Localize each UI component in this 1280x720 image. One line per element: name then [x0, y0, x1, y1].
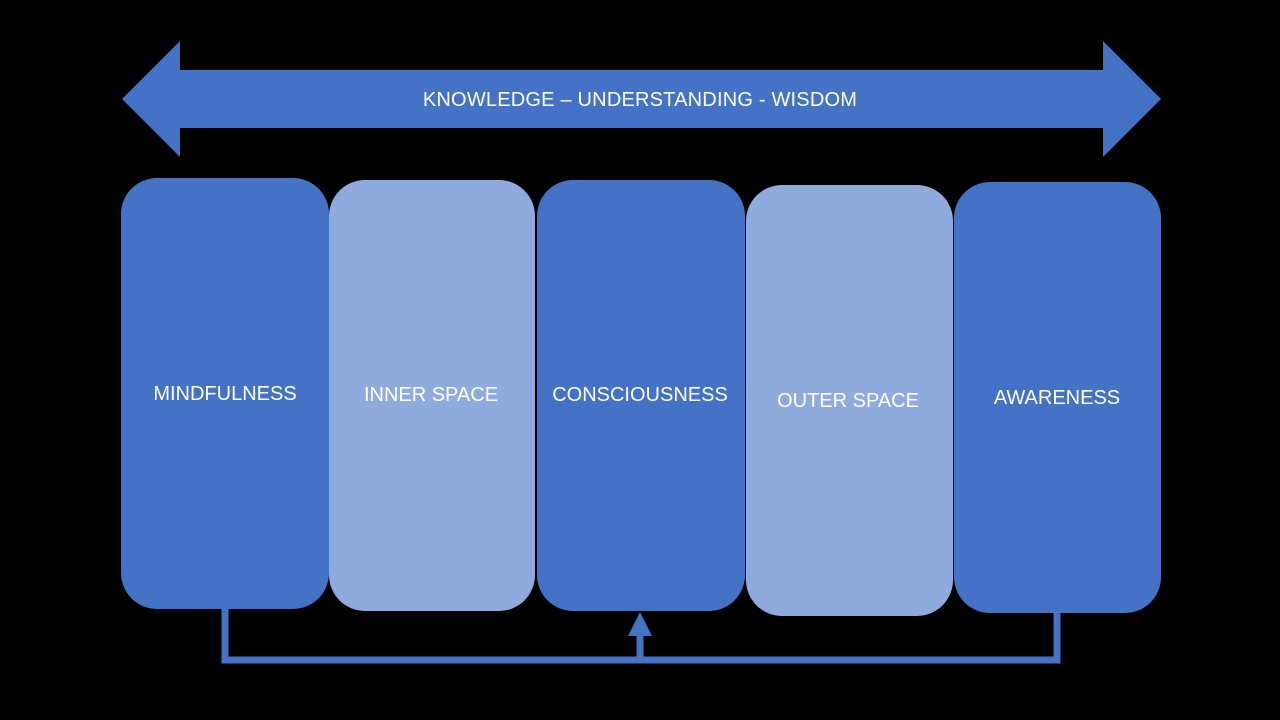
box-mindfulness-label: MINDFULNESS	[153, 383, 296, 405]
banner-label: KNOWLEDGE – UNDERSTANDING - WISDOM	[423, 89, 857, 111]
box-outer-space-label: OUTER SPACE	[777, 390, 919, 412]
box-inner-space: INNER SPACE	[329, 180, 535, 611]
box-awareness-label: AWARENESS	[994, 387, 1120, 409]
box-awareness-shape	[954, 182, 1161, 613]
box-awareness: AWARENESS	[954, 182, 1161, 613]
box-inner-space-shape	[329, 180, 535, 611]
box-outer-space-shape	[746, 185, 953, 616]
double-arrow-shape	[122, 41, 1161, 157]
box-inner-space-label: INNER SPACE	[364, 384, 498, 406]
box-mindfulness: MINDFULNESS	[121, 178, 329, 609]
box-consciousness: CONSCIOUSNESS	[537, 180, 745, 611]
box-outer-space: OUTER SPACE	[746, 185, 953, 616]
box-consciousness-shape	[537, 180, 745, 611]
up-arrow-icon	[628, 612, 652, 636]
double-arrow-banner: KNOWLEDGE – UNDERSTANDING - WISDOM	[122, 41, 1161, 157]
bottom-connector	[221, 609, 1061, 664]
box-consciousness-label: CONSCIOUSNESS	[552, 384, 728, 406]
box-mindfulness-shape	[121, 178, 329, 609]
box-row: MINDFULNESS INNER SPACE CONSCIOUSNESS OU…	[121, 178, 1161, 616]
